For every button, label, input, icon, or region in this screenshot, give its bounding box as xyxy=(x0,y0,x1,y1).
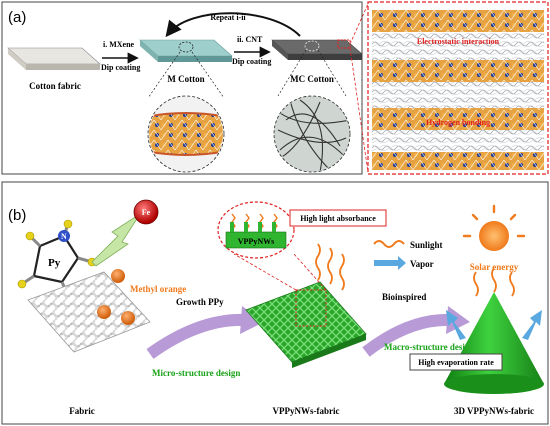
fabric-3d-label: 3D VPPyNWs-fabric xyxy=(454,406,534,416)
vapor-arrow xyxy=(522,310,542,340)
step1-dip-label: Dip coating xyxy=(101,63,140,72)
sunlight-wave xyxy=(509,271,515,297)
repeat-arrow xyxy=(165,12,301,38)
woven-fabric xyxy=(27,271,151,353)
sunlight-wave xyxy=(327,247,333,285)
high-evap-box xyxy=(409,353,503,371)
panel-a: (a) Cotton fabric i. MXene Dip coating M… xyxy=(1,1,369,175)
nitrogen-atom xyxy=(58,230,70,242)
mc-zoom-leader xyxy=(317,49,347,97)
vapor-label: Vapor xyxy=(410,259,434,269)
nanowire-zoom-line xyxy=(293,253,327,291)
solar-energy-label: Solar energy xyxy=(470,262,519,272)
macro-design-label: Macro-structure design xyxy=(384,342,474,352)
high-light-box xyxy=(289,209,387,227)
panel-a-letter: (a) xyxy=(8,9,26,26)
mc-zoom-leader xyxy=(277,49,307,97)
mc-cotton-slab xyxy=(271,39,363,60)
methyl-orange-molecule xyxy=(111,269,125,283)
sunlight-legend-icon xyxy=(373,240,405,248)
m-zoom-leader xyxy=(147,51,181,99)
growth-ppy-label: Growth PPy xyxy=(176,297,224,307)
m-cotton-zoom-circle xyxy=(147,95,225,173)
cotton-fabric-slab xyxy=(7,47,101,70)
vppynws-fabric-edge xyxy=(292,334,366,368)
sunlight-wave xyxy=(315,243,321,281)
vppynws-zoom-circle xyxy=(217,201,295,259)
vapor-arrow xyxy=(446,310,466,340)
sun-icon xyxy=(462,204,526,251)
cotton-fabric-label: Cotton fabric xyxy=(29,81,81,91)
methyl-orange-molecule xyxy=(121,311,135,325)
lightning-bolt xyxy=(91,213,141,267)
step2-label: ii. CNT xyxy=(237,35,263,44)
sunlight-wave xyxy=(339,253,345,291)
fe-ion xyxy=(133,199,159,225)
methyl-orange-label: Methyl orange xyxy=(130,284,186,294)
m-cotton-slab xyxy=(139,39,233,62)
growth-arrow xyxy=(146,313,247,359)
pyrrole-label: Py xyxy=(48,257,61,269)
nanowire-zoom-line xyxy=(233,253,297,291)
panel-b: (b) N Py Fe Methyl orange xyxy=(1,181,549,425)
methyl-orange-molecule xyxy=(97,305,111,319)
growth-arrowhead xyxy=(240,306,264,334)
step1-label: i. MXene xyxy=(103,40,135,49)
sunlight-wave xyxy=(491,267,497,293)
cnt-layer xyxy=(372,130,544,152)
bioinspired-arrowhead xyxy=(446,306,470,334)
vppynws-label: VPPyNWs xyxy=(238,237,274,246)
cnt-layer xyxy=(372,32,544,60)
step2-dip-label: Dip coating xyxy=(232,57,271,66)
hydrogen-bonding-label: Hydrogen bonding xyxy=(426,118,490,127)
bioinspired-label: Bioinspired xyxy=(382,292,426,302)
nanowire-zoom-box xyxy=(295,289,327,327)
sunlight-label: Sunlight xyxy=(410,240,443,250)
mxene-layer xyxy=(372,108,544,130)
mc-cotton-zoom-circle xyxy=(273,95,351,173)
micro-design-label: Micro-structure design xyxy=(152,368,240,378)
layered-structure-inset xyxy=(367,1,549,175)
mxene-layer xyxy=(372,60,544,82)
mc-cotton-label: MC Cotton xyxy=(290,74,334,84)
bioinspired-arrow xyxy=(362,313,453,357)
nitrogen-label: N xyxy=(61,232,67,241)
zoom-to-layers-line xyxy=(349,47,369,173)
electrostatic-label: Electrostatic interaction xyxy=(417,37,500,46)
cnt-layer xyxy=(372,82,544,108)
vapor-legend-icon xyxy=(374,256,406,270)
sunlight-wave xyxy=(473,271,479,297)
high-light-label: High light absorbance xyxy=(300,214,376,223)
m-cotton-label: M Cotton xyxy=(167,74,204,84)
mxene-layer xyxy=(372,10,544,32)
fe-label: Fe xyxy=(142,208,151,217)
high-evap-label: High evaporation rate xyxy=(418,358,494,367)
repeat-label: Repeat i-ii xyxy=(210,13,246,22)
vppynws-fabric-label: VPPyNWs-fabric xyxy=(273,406,340,416)
fabric-label: Fabric xyxy=(69,406,95,416)
panel-b-letter: (b) xyxy=(8,207,26,224)
m-zoom-leader xyxy=(191,51,225,99)
zoom-to-layers-line xyxy=(349,3,369,45)
mxene-layer xyxy=(372,152,544,170)
